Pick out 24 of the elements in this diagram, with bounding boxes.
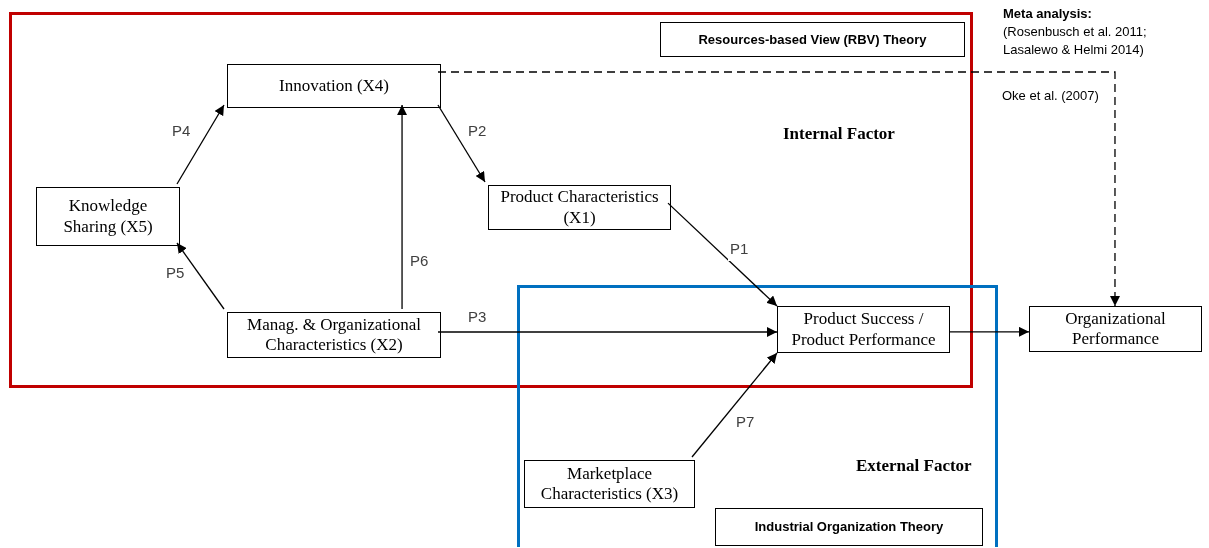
arrow bbox=[397, 104, 408, 310]
variable-box: Organizational Performance bbox=[1029, 306, 1202, 352]
arrow bbox=[176, 104, 225, 185]
arrow bbox=[691, 352, 778, 458]
variable-box: Manag. & Organizational Characteristics (X2) bbox=[227, 312, 441, 358]
arrow bbox=[176, 242, 225, 310]
factor-region bbox=[517, 285, 998, 547]
note-heading: Meta analysis: bbox=[1003, 5, 1093, 23]
variable-box: Knowledge Sharing (X5) bbox=[36, 187, 180, 246]
arrow bbox=[667, 202, 778, 307]
factor-region bbox=[9, 12, 973, 388]
arrow bbox=[437, 104, 486, 183]
variable-box: Product Success / Product Performance bbox=[777, 306, 950, 353]
theory-box: Resources-based View (RBV) Theory bbox=[660, 22, 965, 57]
arrow bbox=[437, 71, 1120, 307]
region-heading: External Factor bbox=[856, 455, 972, 477]
arrow bbox=[949, 326, 1030, 337]
region-heading: Internal Factor bbox=[783, 123, 895, 145]
variable-box: Innovation (X4) bbox=[227, 64, 441, 108]
citation-note: (Rosenbusch et al. 2011; Lasalewo & Helmi 2014) bbox=[1003, 23, 1148, 60]
arrow bbox=[437, 327, 778, 337]
variable-box: Marketplace Characteristics (X3) bbox=[524, 460, 695, 508]
theory-box: Industrial Organization Theory bbox=[715, 508, 983, 546]
variable-box: Product Characteristics (X1) bbox=[488, 185, 671, 230]
